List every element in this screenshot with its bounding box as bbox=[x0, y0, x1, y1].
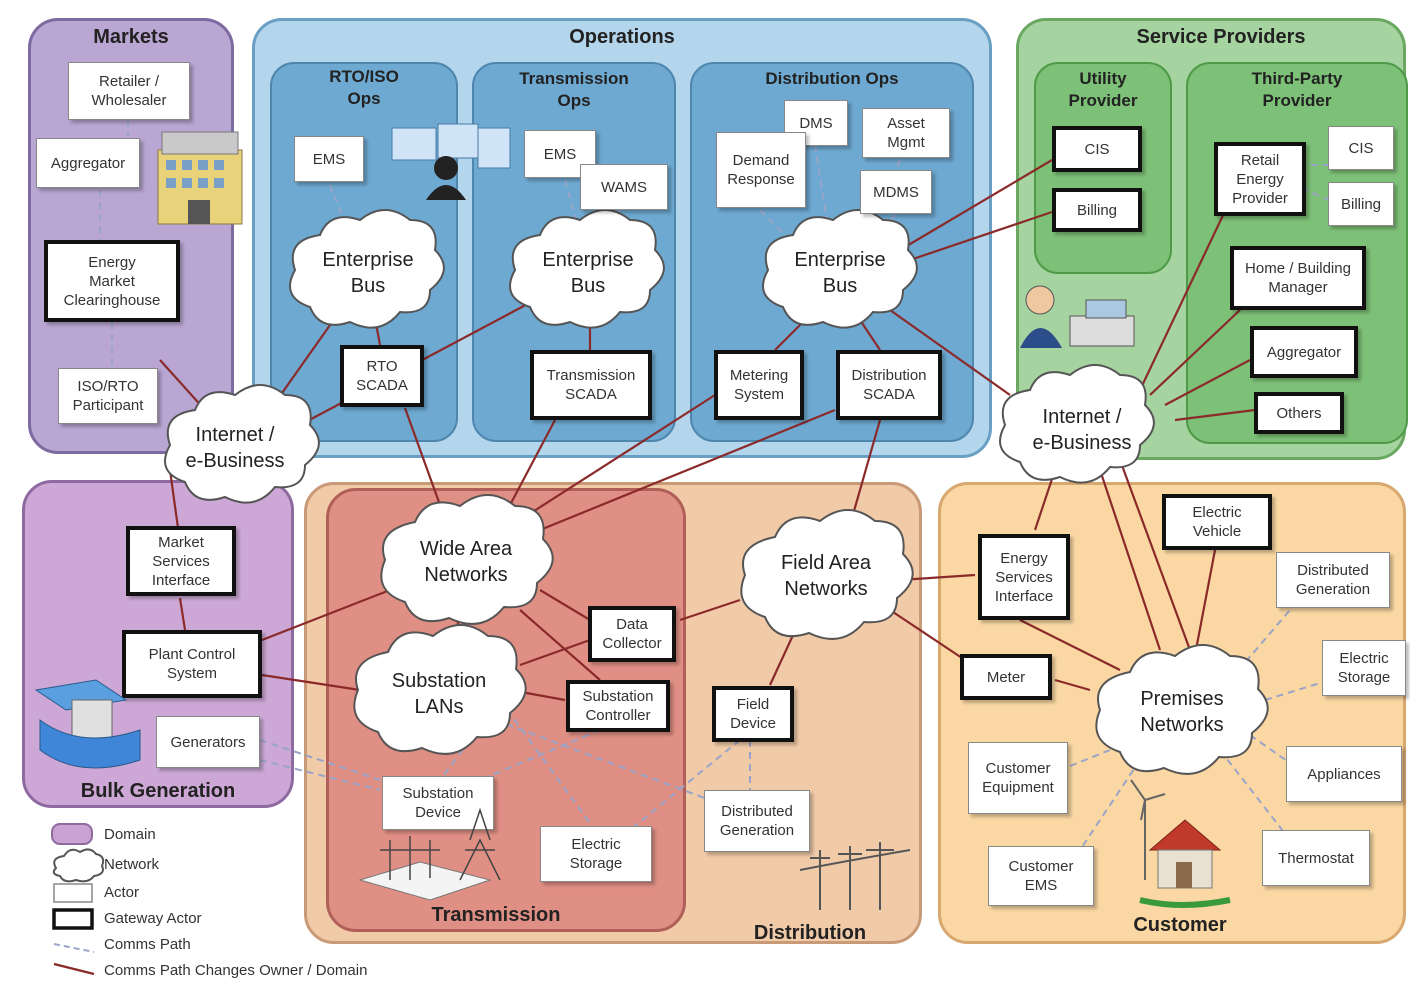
third-party-provider-title: Third-Party Provider bbox=[1251, 69, 1343, 110]
home-building-manager-actor: Home / Building Manager bbox=[1230, 246, 1366, 310]
transmission-scada-actor: Transmission SCADA bbox=[530, 350, 652, 420]
customer-title: Customer bbox=[1133, 914, 1227, 936]
electric-storage-cust-actor: Electric Storage bbox=[1322, 640, 1406, 696]
power-poles-icon bbox=[799, 842, 911, 910]
legend-comms-path-label: Comms Path bbox=[104, 936, 191, 953]
meter-actor: Meter bbox=[960, 654, 1052, 700]
building-icon bbox=[157, 131, 243, 225]
legend-comms-change-swatch bbox=[53, 962, 95, 976]
transmission-ops-title: Transmission Ops bbox=[519, 69, 629, 110]
legend-gateway-label: Gateway Actor bbox=[104, 910, 202, 927]
substation-controller-actor: Substation Controller bbox=[566, 680, 670, 732]
cis-utility-actor: CIS bbox=[1052, 126, 1142, 172]
distribution-scada-actor: Distribution SCADA bbox=[836, 350, 942, 420]
fan-cloud bbox=[740, 509, 914, 640]
ems-rto-actor: EMS bbox=[294, 136, 364, 182]
legend-network-swatch bbox=[52, 848, 105, 883]
premises-cloud bbox=[1095, 644, 1269, 775]
customer-equipment-actor: Customer Equipment bbox=[968, 742, 1068, 814]
rto-iso-ops-title: RTO/ISO Ops bbox=[329, 67, 399, 108]
internet-right-label: Internet / e-Business bbox=[1032, 406, 1132, 454]
retail-energy-provider-actor: Retail Energy Provider bbox=[1214, 142, 1306, 216]
aggregator-sp-actor: Aggregator bbox=[1250, 326, 1358, 378]
internet-left-cloud bbox=[164, 384, 320, 504]
electric-storage-trans-actor: Electric Storage bbox=[540, 826, 652, 882]
wan-label: Wide Area Networks bbox=[419, 538, 513, 586]
legend-actor-label: Actor bbox=[104, 884, 140, 901]
substation-device-actor: Substation Device bbox=[382, 776, 494, 830]
energy-services-interface-actor: Energy Services Interface bbox=[978, 534, 1070, 620]
customer-ems-actor: Customer EMS bbox=[988, 846, 1094, 906]
operator-monitors-icon bbox=[391, 123, 511, 200]
distributed-generation-cust-actor: Distributed Generation bbox=[1276, 552, 1390, 608]
asset-mgmt-actor: Asset Mgmt bbox=[862, 108, 950, 158]
utility-provider-title: Utility Provider bbox=[1068, 69, 1138, 110]
others-actor: Others bbox=[1254, 392, 1344, 434]
legend-comms-change-label: Comms Path Changes Owner / Domain bbox=[104, 962, 368, 979]
operations-title: Operations bbox=[569, 26, 675, 48]
bus-trans-label: Enterprise Bus bbox=[542, 249, 634, 297]
legend-network-label: Network bbox=[104, 856, 160, 873]
field-device-actor: Field Device bbox=[712, 686, 794, 742]
aggregator-markets-actor: Aggregator bbox=[36, 138, 140, 188]
iso-rto-participant-actor: ISO/RTO Participant bbox=[58, 368, 158, 424]
legend-comms-path-swatch bbox=[53, 943, 95, 953]
data-collector-actor: Data Collector bbox=[588, 606, 676, 662]
distribution-title: Distribution bbox=[753, 922, 867, 944]
distribution-ops-title: Distribution Ops bbox=[765, 69, 899, 88]
bus-rto-label: Enterprise Bus bbox=[322, 249, 414, 297]
fan-label: Field Area Networks bbox=[780, 552, 872, 600]
cis-third-actor: CIS bbox=[1328, 126, 1394, 170]
substation-lans-cloud bbox=[353, 624, 527, 755]
legend-gateway-swatch bbox=[52, 908, 94, 930]
retailer-actor: Retailer / Wholesaler bbox=[68, 62, 190, 120]
dms-actor: DMS bbox=[784, 100, 848, 146]
plant-control-system-actor: Plant Control System bbox=[122, 630, 262, 698]
internet-right-cloud bbox=[999, 364, 1155, 484]
bulk-generation-title: Bulk Generation bbox=[80, 780, 236, 802]
markets-title: Markets bbox=[93, 26, 169, 48]
power-plant-icon bbox=[34, 679, 141, 769]
bus-rto-cloud bbox=[289, 209, 445, 329]
energy-market-clearinghouse-actor: Energy Market Clearinghouse bbox=[44, 240, 180, 322]
electric-vehicle-actor: Electric Vehicle bbox=[1162, 494, 1272, 550]
wan-cloud bbox=[380, 494, 554, 625]
house-icon bbox=[1130, 779, 1231, 908]
metering-system-actor: Metering System bbox=[714, 350, 804, 420]
substation-icon bbox=[358, 807, 501, 901]
appliances-actor: Appliances bbox=[1286, 746, 1402, 802]
substation-lans-label: Substation LANs bbox=[391, 670, 487, 718]
rto-scada-actor: RTO SCADA bbox=[340, 345, 424, 407]
billing-third-actor: Billing bbox=[1328, 182, 1394, 226]
legend-actor-swatch bbox=[53, 883, 93, 903]
distributed-generation-dist-actor: Distributed Generation bbox=[704, 790, 810, 852]
legend-domain-swatch bbox=[51, 823, 93, 845]
premises-label: Premises Networks bbox=[1140, 688, 1224, 736]
mdms-actor: MDMS bbox=[860, 170, 932, 214]
bus-dist-cloud bbox=[762, 209, 918, 329]
customer-service-icon bbox=[1020, 285, 1135, 348]
market-services-interface-actor: Market Services Interface bbox=[126, 526, 236, 596]
service-providers-title: Service Providers bbox=[1136, 26, 1306, 48]
internet-left-label: Internet / e-Business bbox=[185, 424, 285, 472]
legend-domain-label: Domain bbox=[104, 826, 156, 843]
billing-utility-actor: Billing bbox=[1052, 188, 1142, 232]
bus-trans-cloud bbox=[509, 209, 665, 329]
bus-dist-label: Enterprise Bus bbox=[794, 249, 886, 297]
generators-actor: Generators bbox=[156, 716, 260, 768]
thermostat-actor: Thermostat bbox=[1262, 830, 1370, 886]
wams-actor: WAMS bbox=[580, 164, 668, 210]
transmission-title: Transmission bbox=[431, 904, 561, 926]
demand-response-actor: Demand Response bbox=[716, 132, 806, 208]
